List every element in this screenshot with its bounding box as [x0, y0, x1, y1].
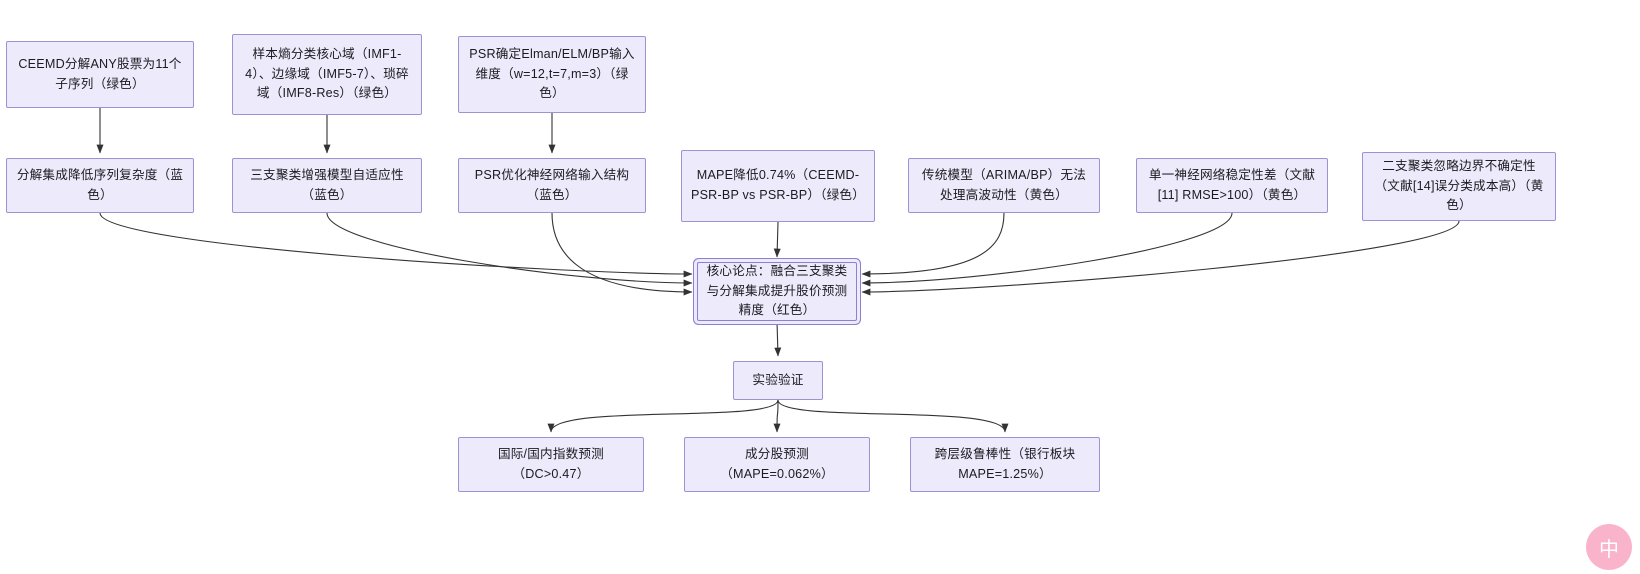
flow-node[interactable]: 实验验证 [733, 361, 823, 400]
flow-node[interactable]: 二支聚类忽略边界不确定性（文献[14]误分类成本高）（黄色） [1362, 152, 1556, 221]
flow-node-label: CEEMD分解ANY股票为11个子序列（绿色） [15, 55, 185, 94]
flow-node-label: 实验验证 [742, 371, 814, 391]
flow-node[interactable]: 成分股预测（MAPE=0.062%） [684, 437, 870, 492]
flow-edge [777, 400, 778, 432]
watermark-glyph: 中 [1599, 533, 1619, 562]
flow-node-label: 传统模型（ARIMA/BP）无法处理高波动性（黄色） [917, 166, 1091, 205]
flow-edge [327, 213, 692, 283]
flow-edge [777, 222, 778, 257]
flow-node-label: 分解集成降低序列复杂度（蓝色） [15, 166, 185, 205]
flow-node[interactable]: 三支聚类增强模型自适应性（蓝色） [232, 158, 422, 213]
flow-node-label: 三支聚类增强模型自适应性（蓝色） [241, 166, 413, 205]
flow-node[interactable]: CEEMD分解ANY股票为11个子序列（绿色） [6, 41, 194, 108]
flow-node-label: 核心论点：融合三支聚类与分解集成提升股价预测精度（红色） [706, 262, 848, 321]
watermark-badge: 中 [1586, 524, 1632, 570]
flow-node-label: 样本熵分类核心域（IMF1-4）、边缘域（IMF5-7）、琐碎域（IMF8-Re… [241, 45, 413, 104]
flow-node-label: 国际/国内指数预测（DC>0.47） [467, 445, 635, 484]
flow-node[interactable]: 国际/国内指数预测（DC>0.47） [458, 437, 644, 492]
flow-node-label: 跨层级鲁棒性（银行板块MAPE=1.25%） [919, 445, 1091, 484]
flow-node[interactable]: PSR确定Elman/ELM/BP输入维度（w=12,t=7,m=3）（绿色） [458, 36, 646, 113]
flow-node-label: 成分股预测（MAPE=0.062%） [693, 445, 861, 484]
flow-node-label: 二支聚类忽略边界不确定性（文献[14]误分类成本高）（黄色） [1371, 157, 1547, 216]
flow-edge [100, 213, 692, 274]
flow-node[interactable]: 样本熵分类核心域（IMF1-4）、边缘域（IMF5-7）、琐碎域（IMF8-Re… [232, 34, 422, 115]
flow-edge [551, 400, 778, 432]
flow-node-label: PSR优化神经网络输入结构（蓝色） [467, 166, 637, 205]
flow-node[interactable]: MAPE降低0.74%（CEEMD-PSR-BP vs PSR-BP）（绿色） [681, 150, 875, 222]
flow-edge [862, 221, 1459, 292]
flow-node[interactable]: PSR优化神经网络输入结构（蓝色） [458, 158, 646, 213]
flow-edge [552, 213, 692, 292]
flow-node[interactable]: 核心论点：融合三支聚类与分解集成提升股价预测精度（红色） [697, 262, 857, 321]
flow-node[interactable]: 分解集成降低序列复杂度（蓝色） [6, 158, 194, 213]
flow-node-label: PSR确定Elman/ELM/BP输入维度（w=12,t=7,m=3）（绿色） [467, 45, 637, 104]
flow-node[interactable]: 传统模型（ARIMA/BP）无法处理高波动性（黄色） [908, 158, 1100, 213]
flow-node-label: MAPE降低0.74%（CEEMD-PSR-BP vs PSR-BP）（绿色） [690, 166, 866, 205]
flow-edge [778, 400, 1005, 432]
flow-node-label: 单一神经网络稳定性差（文献[11] RMSE>100）（黄色） [1145, 166, 1319, 205]
flow-edge [862, 213, 1232, 283]
flow-node[interactable]: 跨层级鲁棒性（银行板块MAPE=1.25%） [910, 437, 1100, 492]
flow-edge [777, 321, 778, 356]
flow-edge [862, 213, 1004, 274]
flow-node[interactable]: 单一神经网络稳定性差（文献[11] RMSE>100）（黄色） [1136, 158, 1328, 213]
